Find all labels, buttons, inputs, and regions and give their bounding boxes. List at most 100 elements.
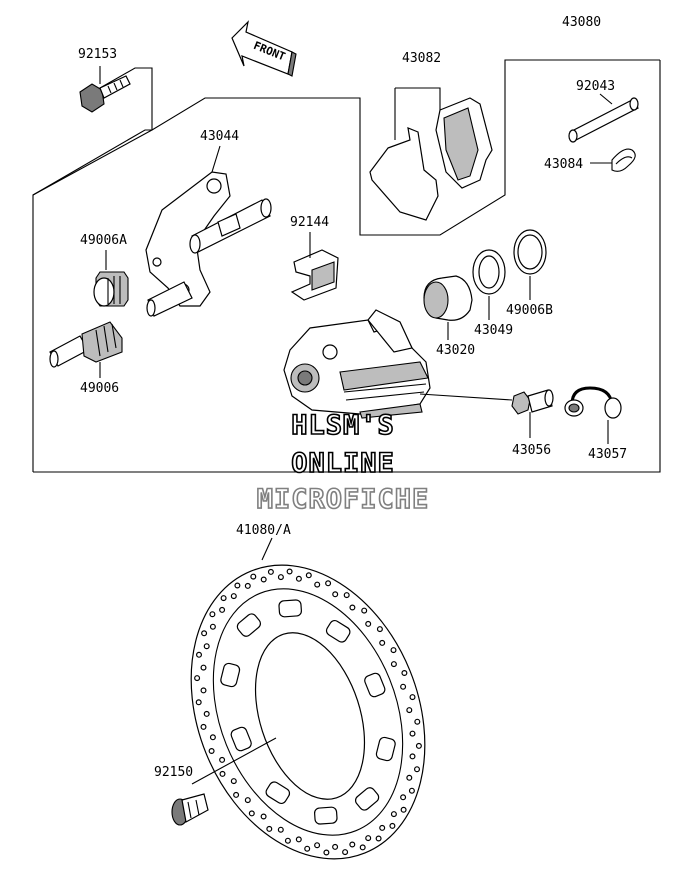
disc-hole (209, 734, 216, 741)
disc-hole (400, 806, 407, 813)
front-arrow-icon: FRONT (231, 20, 297, 77)
disc-hole (200, 723, 207, 730)
disc-hole (233, 791, 240, 798)
disc-hole (195, 699, 202, 706)
disc-hole (208, 747, 215, 754)
caliper-piston-icon (423, 275, 473, 321)
bleeder-cap-icon (564, 386, 622, 419)
disc-hole (277, 826, 284, 833)
disc-bolt-icon (171, 793, 209, 826)
disc-hole (219, 606, 226, 613)
bleeder-valve-icon (511, 389, 554, 415)
watermark-line3: MICROFICHE (257, 484, 430, 515)
disc-hole (286, 568, 293, 575)
disc-hole (305, 572, 312, 579)
dust-boot-a-icon (93, 271, 129, 307)
caliper-body-icon (283, 309, 431, 419)
disc-hole (234, 582, 241, 589)
disc-hole (304, 845, 311, 852)
disc-hole (409, 753, 416, 760)
disc-hole (266, 825, 273, 832)
disc-hole (295, 836, 302, 843)
disc-hole (200, 664, 207, 671)
disc-hole (414, 766, 421, 773)
leader-lines (99, 66, 613, 785)
disc-hole (389, 822, 396, 829)
disc-hole (314, 842, 321, 849)
disc-slot (220, 662, 241, 688)
pad-spring-icon (290, 249, 339, 301)
disc-hole (379, 639, 386, 646)
disc-hole (314, 581, 321, 588)
disc-hole (201, 630, 208, 637)
disc-hole (415, 742, 422, 749)
disc-hole (244, 582, 251, 589)
disc-hole (209, 611, 216, 618)
disc-hole (244, 797, 251, 804)
disc-hole (284, 837, 291, 844)
label-92043: 92043 (576, 79, 615, 94)
disc-hole (349, 841, 356, 848)
disc-ventilation-holes (194, 568, 422, 856)
brake-pad-set-icon (369, 87, 493, 221)
label-43057: 43057 (588, 447, 627, 462)
disc-hole (342, 849, 349, 856)
label-43056: 43056 (512, 443, 551, 458)
disc-hole (219, 770, 226, 777)
disc-hole (390, 811, 397, 818)
label-43049: 43049 (474, 323, 513, 338)
disc-hole (203, 710, 210, 717)
disc-slot (236, 613, 262, 637)
disc-slots (220, 599, 396, 825)
disc-hole (220, 595, 227, 602)
disc-hole (194, 675, 201, 682)
piston-dust-seal-icon (513, 229, 547, 275)
disc-slot (265, 781, 291, 805)
brake-disc-icon (190, 564, 426, 860)
disc-hole (230, 593, 237, 600)
disc-slot (230, 726, 252, 752)
watermark-line2: ONLINE (291, 448, 395, 479)
disc-hole (323, 849, 330, 856)
disc-hole (359, 844, 366, 851)
disc-hole (277, 574, 284, 581)
disc-hole (361, 607, 368, 614)
disc-hole (408, 787, 415, 794)
disc-hole (400, 794, 407, 801)
label-49006: 49006 (80, 381, 119, 396)
disc-slot (354, 787, 380, 811)
disc-hole (406, 707, 413, 714)
pad-pin-icon (568, 97, 639, 143)
disc-hole (390, 661, 397, 668)
disc-hole (196, 651, 203, 658)
disc-hole (401, 669, 408, 676)
label-43084: 43084 (544, 157, 583, 172)
disc-hole (219, 756, 226, 763)
disc-hole (379, 824, 386, 831)
label-43044: 43044 (200, 129, 239, 144)
disc-hole (230, 778, 237, 785)
disc-hole (295, 575, 302, 582)
disc-hole (260, 576, 267, 583)
label-43020: 43020 (436, 343, 475, 358)
disc-hole (250, 573, 257, 580)
assembly-outline (32, 67, 153, 472)
disc-hole (365, 835, 372, 842)
disc-hole (375, 835, 382, 842)
disc-slot (278, 599, 302, 618)
label-92153: 92153 (78, 47, 117, 62)
disc-hole (406, 774, 413, 781)
disc-hole (203, 643, 210, 650)
piston-seal-icon (472, 249, 506, 295)
disc-hole (376, 626, 383, 633)
disc-hole (414, 718, 421, 725)
disc-hole (343, 592, 350, 599)
disc-hole (409, 730, 416, 737)
watermark-line1: HLSM'S (291, 410, 395, 441)
label-92150: 92150 (154, 765, 193, 780)
bolt-92153-icon (79, 75, 131, 113)
label-43082: 43082 (402, 51, 441, 66)
disc-slot (364, 672, 386, 698)
disc-hole (248, 810, 255, 817)
